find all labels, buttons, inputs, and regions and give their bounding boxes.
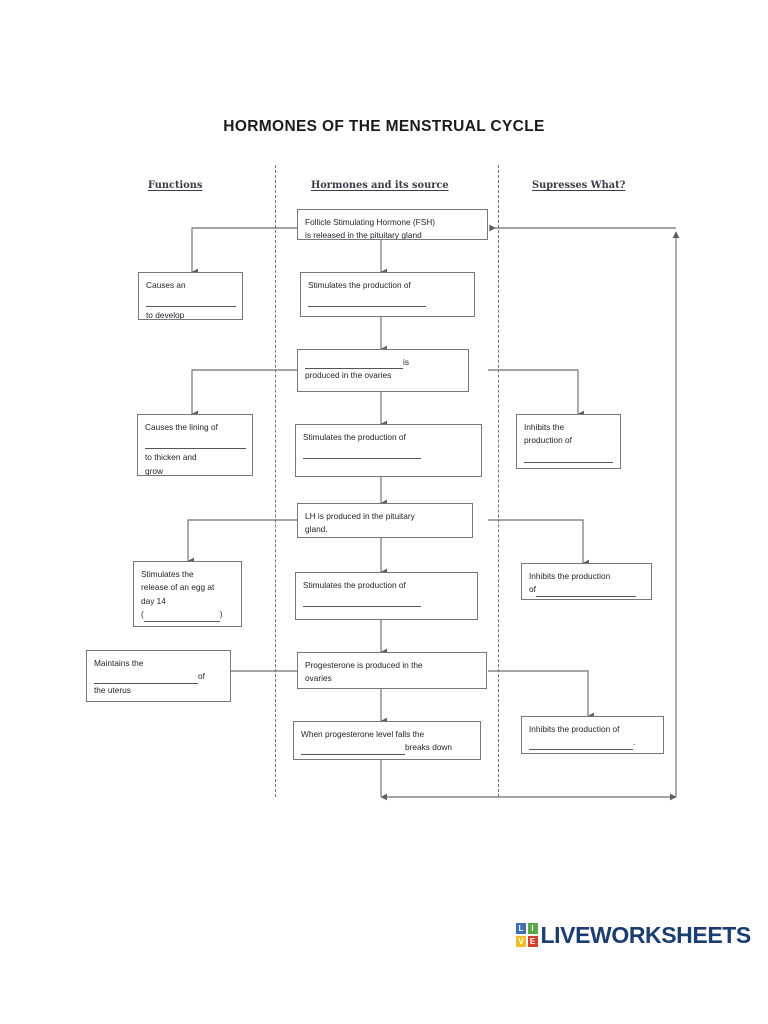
node-fsh-stimulates-production: Stimulates the production of (300, 272, 475, 317)
logo-tile-v: V (516, 935, 526, 947)
logo-tiles: L I V E (516, 923, 538, 947)
answer-blank[interactable] (529, 742, 633, 750)
node-line: breaks down (301, 741, 473, 755)
column-header-supresses: Supresses What? (532, 180, 626, 191)
node-line: the uterus (94, 684, 131, 695)
connector-lh-to-inhibits-lh (488, 519, 589, 567)
answer-blank[interactable] (303, 594, 470, 608)
node-lh-produced: LH is produced in the pituitary gland. (297, 503, 473, 538)
node-line: is (305, 356, 461, 370)
answer-blank[interactable] (524, 449, 613, 463)
answer-blank[interactable] (143, 614, 220, 622)
node-line: Maintains the (94, 658, 144, 668)
node-line: Stimulates the (141, 569, 194, 579)
connector-estrogen-to-inhibits-fsh (488, 369, 584, 418)
node-line: Stimulates the production of (303, 432, 406, 442)
node-line: Stimulates the production of (308, 280, 411, 290)
answer-blank[interactable] (301, 747, 405, 755)
answer-blank[interactable] (308, 294, 467, 308)
node-line: day 14 (141, 595, 166, 606)
answer-blank[interactable] (146, 294, 236, 308)
answer-blank[interactable] (145, 436, 246, 450)
logo-tile-e: E (527, 935, 538, 947)
node-causes-lining-thicken: Causes the lining of to thicken and grow (137, 414, 253, 476)
node-line: to thicken and (145, 452, 197, 463)
logo-wordmark: LIVEWORKSHEETS (540, 921, 752, 948)
connector-estrogen-to-causes-lining (191, 369, 297, 418)
logo-tile-i: I (527, 923, 538, 935)
answer-blank[interactable] (303, 446, 474, 460)
node-progesterone-produced-ovaries: Progesterone is produced in the ovaries (297, 652, 487, 689)
connector-progesterone-to-inhibits-final (488, 670, 594, 720)
answer-blank[interactable] (94, 676, 198, 684)
column-header-hormones: Hormones and its source (311, 180, 449, 191)
node-line: to develop (146, 310, 185, 320)
node-causes-follicle-develop: Causes an to develop (138, 272, 243, 320)
node-estrogen-stimulates-production: Stimulates the production of (295, 424, 482, 477)
node-line: release of an egg at (141, 582, 215, 593)
node-line: Stimulates the production of (303, 580, 406, 590)
node-line: Causes an (146, 280, 186, 290)
page-title: HORMONES OF THE MENSTRUAL CYCLE (223, 118, 545, 135)
node-line: is released in the pituitary gland (305, 230, 422, 240)
liveworksheets-logo: L I V E LIVEWORKSHEETS (516, 921, 751, 949)
connector-lh-to-stimulates-egg (187, 519, 297, 565)
node-line: grow (145, 465, 163, 476)
node-line: produced in the ovaries (305, 370, 392, 381)
node-line: Progesterone is produced in the (305, 660, 423, 670)
node-line: Inhibits the production of (529, 724, 620, 734)
column-divider-left (275, 165, 276, 797)
node-line: () (141, 608, 234, 622)
node-line: ovaries (305, 673, 332, 684)
column-divider-right (498, 165, 499, 797)
node-estrogen-produced-ovaries: is produced in the ovaries (297, 349, 469, 392)
node-line: production of (524, 435, 572, 446)
column-header-functions: Functions (148, 180, 203, 191)
node-line: gland. (305, 524, 328, 535)
node-progesterone-level-falls: When progesterone level falls the breaks… (293, 721, 481, 760)
node-line: Causes the lining of (145, 422, 218, 432)
node-inhibits-production-lh: Inhibits the production of (521, 563, 652, 600)
logo-tile-l: L (516, 923, 526, 935)
answer-blank[interactable] (535, 589, 636, 597)
node-inhibits-production-fsh: Inhibits the production of (516, 414, 621, 469)
node-line: Inhibits the production (529, 571, 611, 581)
node-stimulates-egg-release: Stimulates the release of an egg at day … (133, 561, 242, 627)
node-line: Inhibits the (524, 422, 565, 432)
node-line: of (529, 583, 644, 597)
node-maintains-uterus: Maintains the of the uterus (86, 650, 231, 702)
node-line: of (94, 670, 223, 684)
node-fsh-released: Follicle Stimulating Hormone (FSH) is re… (297, 209, 488, 240)
node-lh-stimulates-production: Stimulates the production of (295, 572, 478, 620)
answer-blank[interactable] (305, 362, 403, 370)
node-line: Follicle Stimulating Hormone (FSH) (305, 217, 436, 227)
node-inhibits-production-final: Inhibits the production of . (521, 716, 664, 754)
node-line: When progesterone level falls the (301, 729, 425, 739)
node-line: LH is produced in the pituitary (305, 511, 415, 521)
node-line: . (529, 736, 656, 750)
connector-fsh-to-causes-follicle (191, 227, 297, 276)
